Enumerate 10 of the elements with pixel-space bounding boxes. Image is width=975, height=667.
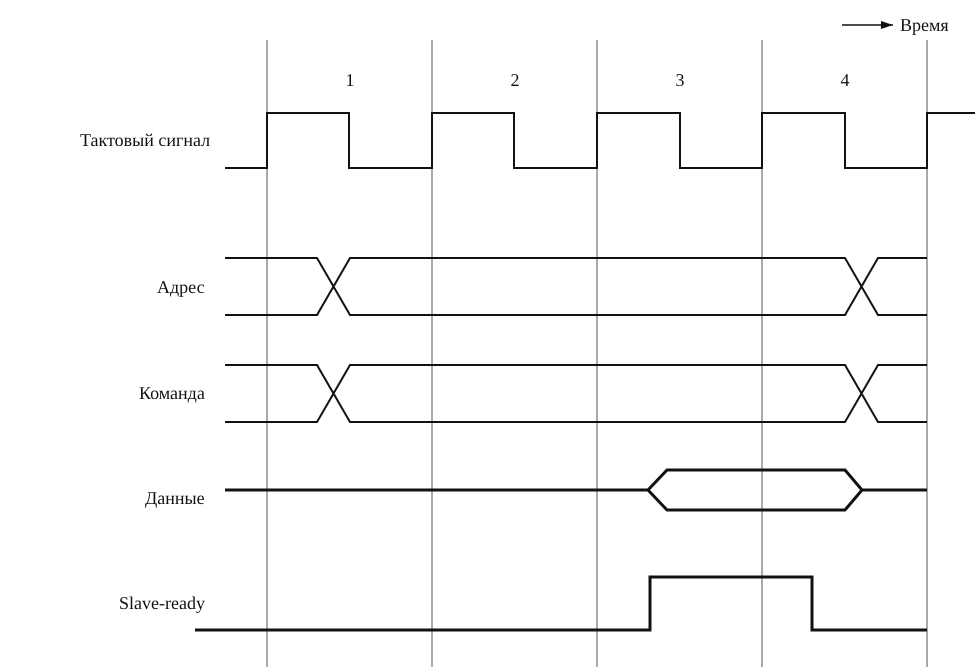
signal-name: Тактовый сигнал [80,129,210,151]
cycle-number: 1 [346,69,354,91]
signal-name: Slave-ready [119,592,205,614]
signal-name: Данные [145,487,205,509]
signal-name: Команда [139,382,205,404]
cycle-number: 4 [840,69,850,91]
cycle-number: 2 [510,69,520,91]
axis-label: Время [900,14,949,36]
cycle-number: 3 [676,69,684,91]
signal-name: Адрес [157,276,205,298]
